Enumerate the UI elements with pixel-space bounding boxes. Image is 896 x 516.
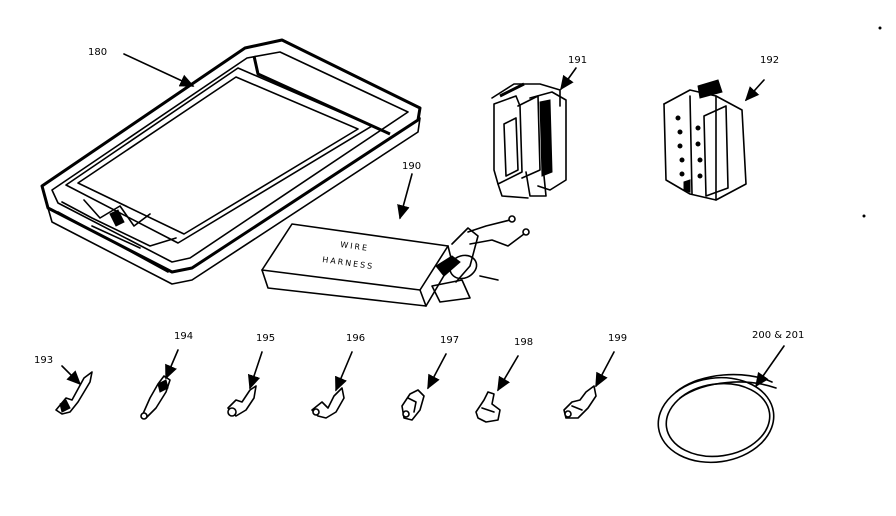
- terminal-196: [311, 387, 345, 419]
- callout-198: 198: [514, 337, 533, 348]
- arrow-191: [560, 67, 577, 91]
- terminal-194: [140, 375, 171, 420]
- wire-harness-190: WIRE HARNESS: [261, 215, 530, 307]
- callout-180: 180: [88, 47, 107, 58]
- terminal-198: [475, 391, 501, 423]
- terminal-199: [563, 385, 597, 419]
- arrow-198: [497, 355, 519, 392]
- harness-text-line2: HARNESS: [322, 255, 375, 271]
- arrow-199: [595, 351, 615, 388]
- wire-coil-200-201: [657, 373, 777, 464]
- arrow-196: [335, 351, 353, 392]
- terminal-195: [227, 385, 257, 417]
- callout-200-201: 200 & 201: [752, 330, 804, 341]
- callout-191: 191: [568, 55, 587, 66]
- callout-190: 190: [402, 161, 421, 172]
- terminal-193: [55, 371, 93, 415]
- callout-195: 195: [256, 333, 275, 344]
- arrow-200-201: [755, 345, 785, 388]
- terminal-block-192: [663, 79, 747, 201]
- callout-192: 192: [760, 55, 779, 66]
- connector-191: [491, 82, 567, 199]
- callout-194: 194: [174, 331, 193, 342]
- arrow-197: [427, 353, 447, 390]
- callout-193: 193: [34, 355, 53, 366]
- callout-199: 199: [608, 333, 627, 344]
- callout-196: 196: [346, 333, 365, 344]
- arrow-192: [744, 79, 765, 102]
- callout-197: 197: [440, 335, 459, 346]
- arrow-195: [247, 351, 263, 390]
- arrow-180: [123, 53, 195, 87]
- arrow-194: [165, 349, 179, 380]
- panel-tray-180: [40, 38, 422, 285]
- arrow-193: [61, 365, 82, 386]
- arrow-190: [397, 173, 413, 220]
- terminal-197: [401, 389, 425, 421]
- harness-text-line1: WIRE: [340, 240, 370, 253]
